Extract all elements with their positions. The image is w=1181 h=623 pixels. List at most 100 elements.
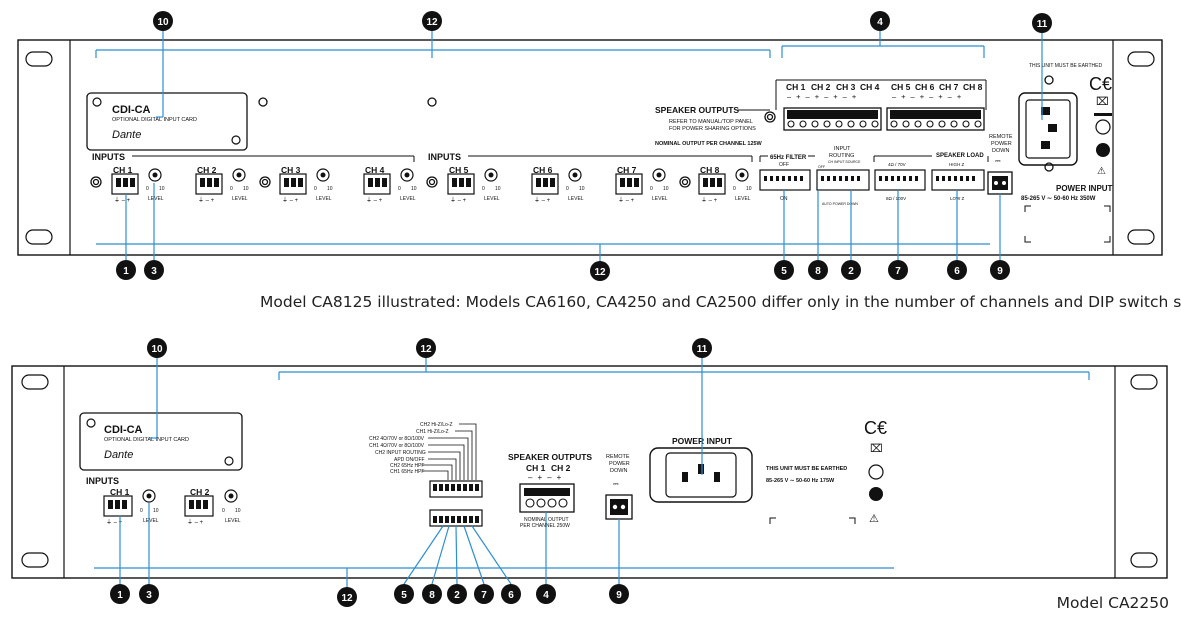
svg-text:CH 1: CH 1 bbox=[113, 165, 133, 175]
callout-10: 10 bbox=[153, 11, 173, 31]
svg-text:CH2 INPUT ROUTING: CH2 INPUT ROUTING bbox=[375, 450, 426, 456]
card-title: CDI-CA bbox=[112, 104, 151, 116]
svg-text:–+–+: –+–+ bbox=[528, 473, 566, 482]
svg-text:HIGH Z: HIGH Z bbox=[949, 162, 965, 167]
svg-text:⌧: ⌧ bbox=[870, 443, 883, 455]
power-input-bottom: POWER INPUT THIS UNIT MUST BE EARTHED 85… bbox=[649, 418, 887, 525]
svg-text:CH2 4Ω/70V or 8Ω/100V: CH2 4Ω/70V or 8Ω/100V bbox=[369, 436, 425, 442]
svg-text:⏚ – +: ⏚ – + bbox=[187, 519, 204, 526]
svg-text:10: 10 bbox=[495, 186, 501, 192]
rack-ear-slot bbox=[1127, 229, 1155, 245]
svg-text:12: 12 bbox=[594, 267, 606, 278]
svg-text:⚠: ⚠ bbox=[869, 513, 879, 525]
svg-text:0: 0 bbox=[733, 186, 736, 192]
callout-4: 4 bbox=[536, 584, 556, 604]
svg-text:0: 0 bbox=[146, 186, 149, 192]
svg-text:CH 7: CH 7 bbox=[939, 82, 959, 92]
svg-text:LEVEL: LEVEL bbox=[225, 518, 241, 524]
svg-text:THIS UNIT MUST BE EARTHED: THIS UNIT MUST BE EARTHED bbox=[766, 466, 847, 472]
dip-switches-top: 65Hz FILTER OFF ON INPUT ROUTING CH INPU… bbox=[759, 146, 989, 206]
callout-3: 3 bbox=[139, 584, 159, 604]
vent-slots-top bbox=[279, 380, 1089, 412]
callout-7: 7 bbox=[474, 584, 494, 604]
svg-text:0: 0 bbox=[482, 186, 485, 192]
svg-text:POWER: POWER bbox=[991, 141, 1012, 147]
svg-text:10: 10 bbox=[579, 186, 585, 192]
svg-text:CH2 65Hz HPF: CH2 65Hz HPF bbox=[390, 463, 424, 469]
svg-text:0: 0 bbox=[650, 186, 653, 192]
svg-text:5: 5 bbox=[401, 590, 407, 601]
svg-text:0: 0 bbox=[140, 508, 143, 514]
svg-text:–+–+–+–+: –+–+–+–+ bbox=[892, 92, 966, 101]
svg-text:OPTIONAL DIGITAL INPUT CARD: OPTIONAL DIGITAL INPUT CARD bbox=[104, 437, 189, 443]
callout-2: 2 bbox=[841, 260, 861, 280]
svg-text:LEVEL: LEVEL bbox=[316, 196, 332, 202]
svg-text:1: 1 bbox=[123, 266, 129, 277]
callout-1: 1 bbox=[110, 584, 130, 604]
callout-1: 1 bbox=[116, 260, 136, 280]
svg-text:⏚ – +: ⏚ – + bbox=[106, 519, 123, 526]
speaker-outputs-bottom: SPEAKER OUTPUTS CH 1 CH 2 –+–+ NOMINAL O… bbox=[508, 452, 592, 529]
callout-9: 9 bbox=[609, 584, 629, 604]
svg-text:SPEAKER OUTPUTS: SPEAKER OUTPUTS bbox=[655, 105, 739, 115]
callout-8: 8 bbox=[808, 260, 828, 280]
svg-text:4: 4 bbox=[543, 590, 549, 601]
caption-ca2250: Model CA2250 bbox=[1056, 594, 1169, 612]
svg-text:10: 10 bbox=[411, 186, 417, 192]
card-subtitle: OPTIONAL DIGITAL INPUT CARD bbox=[112, 117, 197, 123]
svg-text:8Ω / 100V: 8Ω / 100V bbox=[886, 196, 906, 201]
svg-text:CH 6: CH 6 bbox=[915, 82, 935, 92]
svg-text:3: 3 bbox=[146, 590, 152, 601]
svg-text:LEVEL: LEVEL bbox=[400, 196, 416, 202]
svg-text:12: 12 bbox=[420, 344, 432, 355]
leader-lines-bottom bbox=[94, 357, 1090, 588]
svg-text:POWER: POWER bbox=[609, 461, 630, 467]
callout-11: 11 bbox=[1032, 13, 1052, 33]
vent-slots-top-left bbox=[96, 58, 772, 88]
svg-text:65Hz FILTER: 65Hz FILTER bbox=[770, 155, 807, 161]
svg-text:CH 2: CH 2 bbox=[811, 82, 831, 92]
callout-2: 2 bbox=[447, 584, 467, 604]
svg-text:CH 3: CH 3 bbox=[281, 165, 301, 175]
svg-text:SPEAKER OUTPUTS: SPEAKER OUTPUTS bbox=[508, 452, 592, 462]
svg-text:10: 10 bbox=[663, 186, 669, 192]
svg-text:LEVEL: LEVEL bbox=[735, 196, 751, 202]
svg-text:85-265 V ∼ 50-60 Hz 350W: 85-265 V ∼ 50-60 Hz 350W bbox=[1021, 196, 1096, 202]
svg-text:DOWN: DOWN bbox=[992, 148, 1009, 154]
svg-text:6: 6 bbox=[954, 266, 960, 277]
svg-text:8: 8 bbox=[815, 266, 821, 277]
svg-text:10: 10 bbox=[153, 508, 159, 514]
callouts-top: 10 12 4 11 1 3 12 5 8 2 7 6 9 bbox=[116, 11, 1052, 281]
svg-text:APD ON/OFF: APD ON/OFF bbox=[394, 457, 425, 463]
svg-text:⏚ – +: ⏚ – + bbox=[366, 197, 383, 204]
svg-text:ROUTING: ROUTING bbox=[829, 153, 854, 159]
svg-text:7: 7 bbox=[895, 266, 901, 277]
svg-text:10: 10 bbox=[157, 17, 169, 28]
svg-text:⏚ – +: ⏚ – + bbox=[450, 197, 467, 204]
top-chassis bbox=[17, 39, 1163, 256]
svg-text:CH 1: CH 1 bbox=[110, 487, 130, 497]
dip-switch-block-bottom: CH2 Hi-Z/Lo-Z CH1 Hi-Z/Lo-Z CH2 4Ω/70V o… bbox=[369, 422, 483, 527]
svg-text:CH 4: CH 4 bbox=[860, 82, 880, 92]
svg-text:DOWN: DOWN bbox=[610, 468, 627, 474]
callout-6: 6 bbox=[501, 584, 521, 604]
svg-text:C€: C€ bbox=[1089, 74, 1112, 94]
svg-text:FOR POWER SHARING OPTIONS: FOR POWER SHARING OPTIONS bbox=[669, 126, 756, 132]
remote-power-down-top: REMOTE POWER DOWN ⎓ bbox=[987, 134, 1013, 195]
svg-text:4Ω / 70V: 4Ω / 70V bbox=[888, 162, 906, 167]
bottom-chassis bbox=[11, 365, 1168, 579]
svg-text:POWER INPUT: POWER INPUT bbox=[1056, 184, 1113, 193]
svg-text:CH 2: CH 2 bbox=[197, 165, 217, 175]
svg-text:AUTO POWER DOWN: AUTO POWER DOWN bbox=[822, 202, 858, 206]
dante-logo: Dante bbox=[112, 129, 141, 141]
svg-text:4: 4 bbox=[877, 17, 883, 28]
svg-text:CH 7: CH 7 bbox=[617, 165, 637, 175]
svg-text:PER CHANNEL 250W: PER CHANNEL 250W bbox=[520, 523, 570, 529]
svg-text:CH INPUT SOURCE: CH INPUT SOURCE bbox=[828, 160, 861, 164]
svg-text:⏚ – +: ⏚ – + bbox=[114, 197, 131, 204]
